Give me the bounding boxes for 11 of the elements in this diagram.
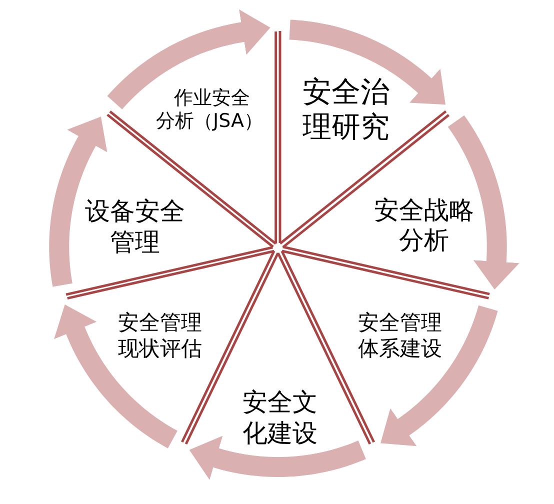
curved-arrow — [448, 114, 520, 290]
sector-label: 安全管理现状评估 — [117, 310, 203, 362]
sector-label: 安全管理体系建设 — [356, 310, 443, 362]
sector-label: 设备安全管理 — [84, 196, 186, 258]
sector-label: 安全治理研究 — [301, 74, 390, 146]
sector-label: 安全战略分析 — [372, 195, 475, 256]
sector-label: 安全文化建设 — [242, 388, 318, 448]
curved-arrow — [107, 9, 270, 110]
curved-arrow — [189, 436, 369, 480]
curved-arrow — [54, 304, 180, 448]
sector-label: 作业安全分析（JSA） — [156, 86, 264, 134]
